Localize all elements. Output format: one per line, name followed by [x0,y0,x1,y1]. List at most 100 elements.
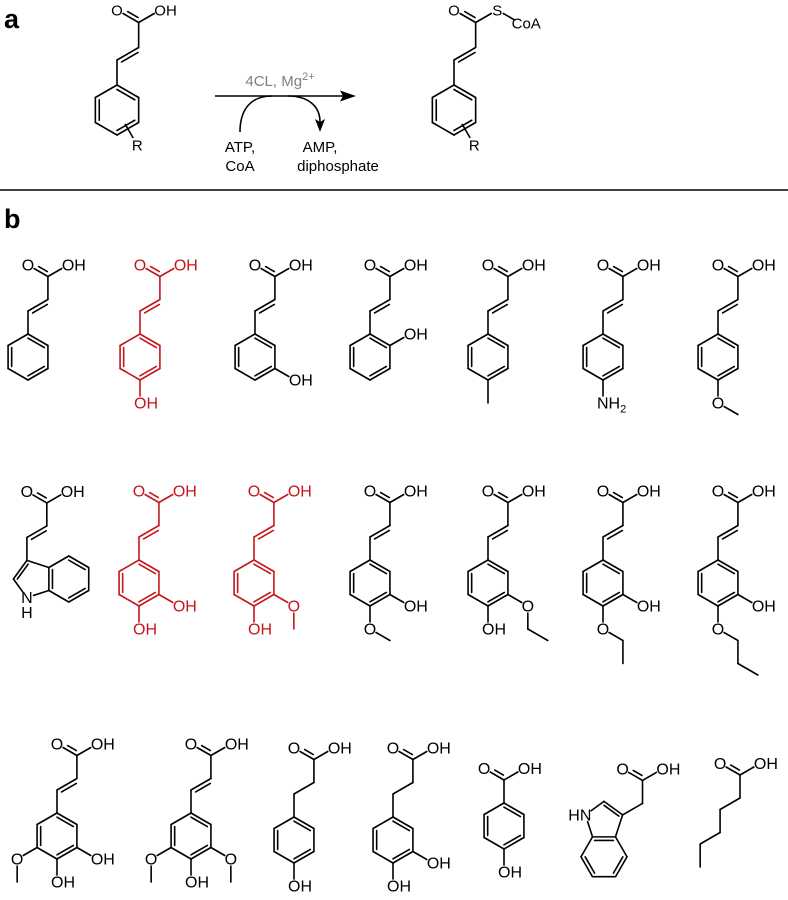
double-bond-line [491,529,509,540]
ring-bond [717,367,739,381]
bond [717,524,739,538]
ether-oxygen-label: O [288,599,300,616]
ring-double-bond [602,365,621,377]
ring-bond [697,593,719,607]
double-bond-line [257,529,275,540]
coa-label: CoA [512,16,541,33]
ring-bond [68,555,90,569]
ring-bond [369,559,391,573]
substituent-bond [389,336,405,347]
ring-bond [467,367,489,381]
ring-bond [582,367,604,381]
double-bond-line [497,491,509,499]
carbonyl-oxygen-label: O [249,258,261,275]
ether-oxygen-label: O [597,622,609,639]
ring-bond [487,593,509,607]
atom-label-subscript: 2 [620,404,626,416]
bond [725,766,741,776]
hydroxyl-label: OH [174,258,198,275]
substituent-label: OH [289,373,313,390]
substituent-bond [210,846,226,857]
ring-double-bond [68,559,86,571]
double-bond-line [264,265,276,273]
hydroxyl-label: OH [91,737,115,754]
double-bond-line [373,303,391,314]
hydroxyl-label: OH [225,737,249,754]
bond [159,267,175,278]
ring-bond [36,812,58,826]
hydroxyl-label: OH [637,258,661,275]
ring-double-bond [369,563,388,575]
ring-bond [234,367,256,381]
ring-double-bond [602,591,621,603]
bond [389,493,405,504]
ring-bond [12,559,28,580]
ring-bond [349,367,371,381]
ring-double-bond [487,337,506,349]
bond [26,525,48,539]
indole-hydrogen-label: H [21,605,33,622]
ring-bond [697,367,719,381]
double-bond-line [303,748,315,756]
substituent-bond [76,846,92,857]
ring-bond [349,593,371,607]
bond [299,750,315,761]
coproduct-2: diphosphate [297,158,379,175]
ring-bond [467,593,489,607]
bond [139,298,161,312]
ring-bond [32,589,50,597]
double-bond-line [463,10,476,19]
bond [116,46,140,61]
hydroxyl-label: OH [656,761,680,778]
bond [369,524,391,538]
carbonyl-oxygen-label: O [22,258,34,275]
double-bond-line [493,769,505,776]
bond [723,493,739,504]
ring-bond [27,367,49,381]
bond [56,777,78,791]
substituent-label: OH [173,599,197,616]
ring-bond [717,593,739,607]
bond [273,493,289,504]
bond [717,298,739,312]
ring-bond [138,593,160,607]
ring-bond [190,846,212,860]
reaction-arrow-head [340,90,356,102]
ring-bond [582,333,604,347]
atom-label-main: NH [597,396,620,413]
panel-a-label: a [4,4,20,34]
hydroxyl-label: OH [427,741,451,758]
ring-bond [118,593,140,607]
double-bond-line [632,769,643,777]
bond [459,12,477,24]
alkyl-bond [723,405,739,416]
substituent-label: OH [185,875,209,892]
substituent-label: OH [133,622,157,639]
double-bond-line [606,303,624,314]
bond [622,267,638,278]
indole-nitrogen-label: N [21,590,33,607]
ring-bond [503,802,525,816]
ether-oxygen-label: O [11,852,23,869]
carbonyl-oxygen-label: O [448,3,460,20]
carbonyl-oxygen-label: O [288,741,300,758]
bond [137,12,156,24]
ring-bond [26,559,50,569]
enzyme-text: 4CL, Mg [245,73,302,90]
ring-double-bond [369,365,388,377]
ring-double-bond [190,816,209,828]
carbonyl-oxygen-label: O [185,737,197,754]
ring-double-bond [717,365,736,377]
ring-bond [27,333,49,347]
bond [493,493,509,504]
alkyl-bond [699,831,721,845]
bond [412,750,428,761]
double-bond-line [120,51,139,63]
